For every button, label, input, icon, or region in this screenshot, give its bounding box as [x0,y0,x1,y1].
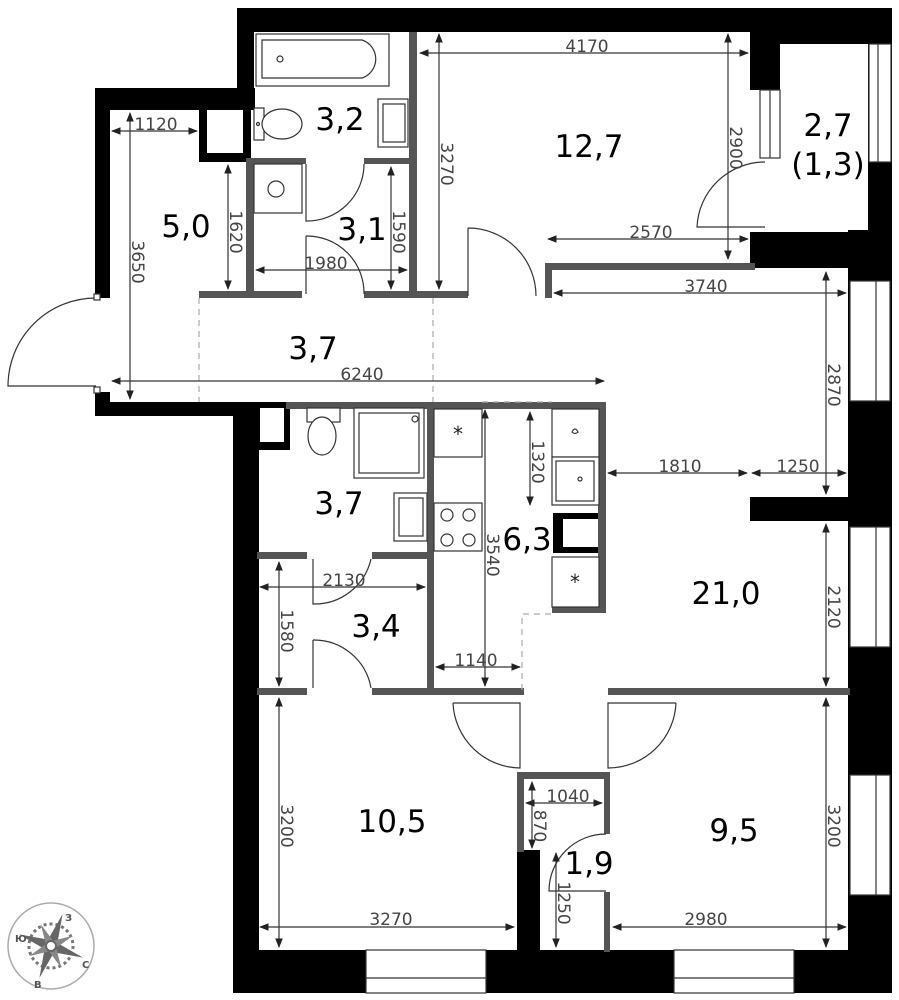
dim-closet-height-top: 870 [529,810,549,842]
room-areas: 5,0 3,2 3,1 12,7 2,7 (1,3) 3,7 3,7 6,3 3… [161,102,864,882]
area-corridor: 3,7 [288,331,337,367]
doors [7,161,766,892]
sink-wc [393,492,428,542]
dimension-labels: 1120 3650 1620 1980 1590 4170 3270 2570 … [127,37,843,930]
svg-text:*: * [453,422,463,446]
toilet-wc [306,407,341,456]
dim-laundry-corridor-width: 1980 [304,254,347,274]
compass-south: В [34,980,42,991]
area-bedroom-top: 12,7 [554,129,623,165]
dim-living-top-width: 3740 [684,277,727,297]
dim-hall-length: 3650 [127,240,147,283]
dim-storage-height: 1580 [276,609,296,652]
interior-walls [199,32,850,952]
dim-closet-height-bottom: 1250 [553,881,573,924]
area-living-room: 21,0 [691,576,760,612]
windows [365,43,892,994]
dim-kitchen-to-column: 1810 [658,457,701,477]
area-closet: 1,9 [564,846,613,882]
toilet-bathroom [253,107,303,141]
area-balcony-reduced: (1,3) [791,147,865,183]
dim-kitchen-width: 1140 [454,651,497,671]
area-hall-entry: 5,0 [161,209,210,245]
area-bedroom-left: 10,5 [357,804,426,840]
stove [433,502,483,552]
dim-kitchen-length: 3540 [482,533,502,576]
shower-tray [353,407,425,479]
dim-bedroom-left-width: 3270 [369,910,412,930]
dimension-lines [111,33,847,948]
bathtub [255,33,390,87]
washing-machine [253,163,303,214]
dim-column-width: 1250 [776,457,819,477]
dim-closet-width: 1040 [546,787,589,807]
dim-corridor-length: 6240 [340,365,383,385]
dim-bedroom-right-width: 2980 [684,910,727,930]
dim-storage-width: 2130 [322,571,365,591]
compass-north: З [65,913,72,924]
dim-bedroom-top-inner-width: 2570 [629,223,672,243]
dim-living-top-height: 2870 [823,363,843,406]
zone-lines [198,298,552,690]
area-kitchen: 6,3 [502,522,551,558]
dim-laundry-height: 1620 [225,210,245,253]
dim-bedroom-top-height: 3270 [436,142,456,185]
fridge-left: * [433,408,483,458]
area-balcony: 2,7 [803,108,852,144]
area-bedroom-right: 9,5 [709,813,758,849]
compass-icon: З С В Ю [7,902,95,991]
compass-west: Ю [15,934,27,945]
dim-bedroom-top-right-height: 2900 [725,126,745,169]
compass-east: С [82,960,89,971]
sink-bathroom [377,98,409,148]
area-wc-shower: 3,7 [314,486,363,522]
dim-laundry-corridor-height: 1590 [388,210,408,253]
dim-bedroom-left-height: 3200 [276,804,296,847]
dim-kitchen-counter-height: 1320 [527,440,547,483]
area-bathroom: 3,2 [315,102,364,138]
kitchen-counter-right: * [551,408,600,608]
area-storage: 3,4 [351,609,400,645]
dim-bedroom-top-width: 4170 [565,37,608,57]
area-laundry-corridor: 3,1 [337,212,386,248]
dim-hall-width: 1120 [134,115,177,135]
dim-living-lower-height: 2120 [823,585,843,628]
svg-text:*: * [570,570,580,594]
dim-bedroom-right-height: 3200 [823,804,843,847]
